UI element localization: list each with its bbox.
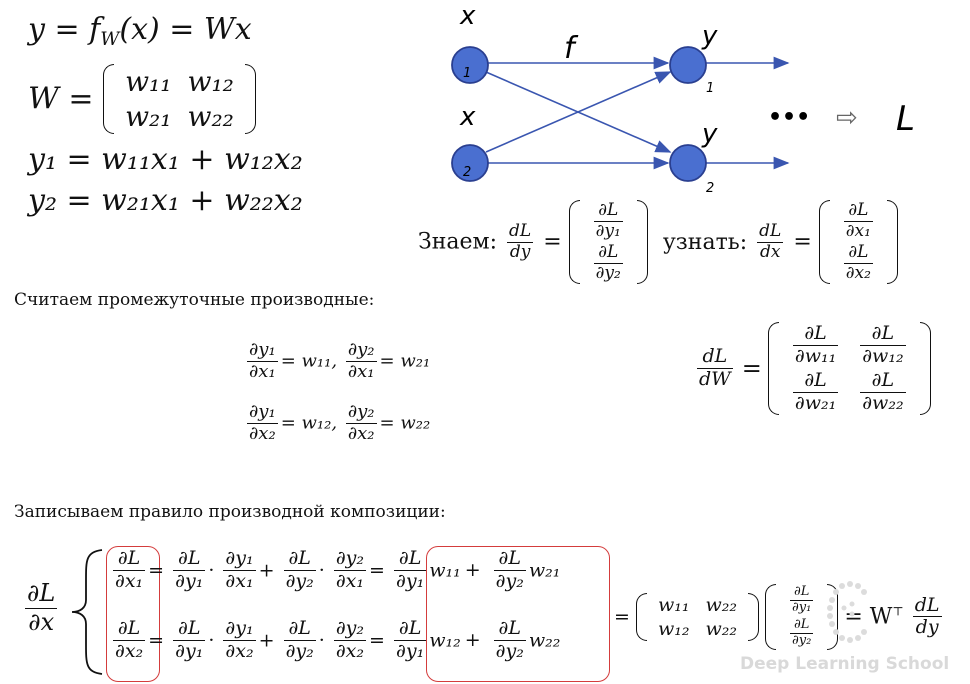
chain-lhs: ∂L∂x (25, 579, 58, 636)
chain-row-2: ∂L∂x₂= ∂L∂y₁· ∂y₁∂x₂+ ∂L∂y₂· ∂y₂∂x₂= ∂L∂… (113, 617, 561, 662)
eq-y-fw: y = fW(x) = Wx (28, 12, 252, 50)
label-y2: y (701, 119, 718, 149)
label-x1: x (459, 1, 476, 31)
label-y1-sub: 1 (706, 81, 714, 96)
node-x1 (451, 46, 489, 84)
label-x2: x (459, 102, 476, 132)
intermediate-row-1: ∂y₁∂x₁= w₁₁, ∂y₂∂x₁= w₂₁ (247, 339, 431, 382)
watermark-text: Deep Learning School (740, 654, 950, 674)
network-diagram: x 1 x 2 f y 1 y 2 ••• ⇨ L (451, 1, 915, 196)
left-brace (71, 549, 103, 675)
dls-logo-icon (827, 581, 867, 643)
intermediate-row-2: ∂y₁∂x₂= w₁₂, ∂y₂∂x₂= w₂₂ (247, 401, 431, 444)
label-y1: y (701, 21, 718, 51)
eq-y1: y₁ = w₁₁x₁ + w₁₂x₂ (28, 142, 303, 177)
node-y2 (669, 144, 707, 182)
node-y1 (669, 46, 707, 84)
chain-row-1: ∂L∂x₁= ∂L∂y₁· ∂y₁∂x₁+ ∂L∂y₂· ∂y₂∂x₁= ∂L∂… (113, 547, 561, 592)
arrow-right-icon: ⇨ (836, 103, 858, 133)
chain-heading: Записываем правило производной композици… (14, 502, 446, 522)
box-result-vector (426, 546, 610, 682)
intermediate-heading: Считаем промежуточные производные: (14, 290, 375, 310)
node-x2 (451, 144, 489, 182)
label-loss: L (896, 99, 915, 139)
label-y2-sub: 2 (706, 181, 714, 196)
eq-y2: y₂ = w₂₁x₁ + w₂₂x₂ (28, 183, 303, 218)
label-f: f (564, 31, 579, 66)
label-x2-sub: 2 (463, 165, 471, 180)
ellipsis: ••• (768, 105, 810, 130)
box-dx-vector (106, 546, 160, 682)
edge-x2-y1 (485, 71, 672, 153)
label-x1-sub: 1 (463, 66, 471, 81)
